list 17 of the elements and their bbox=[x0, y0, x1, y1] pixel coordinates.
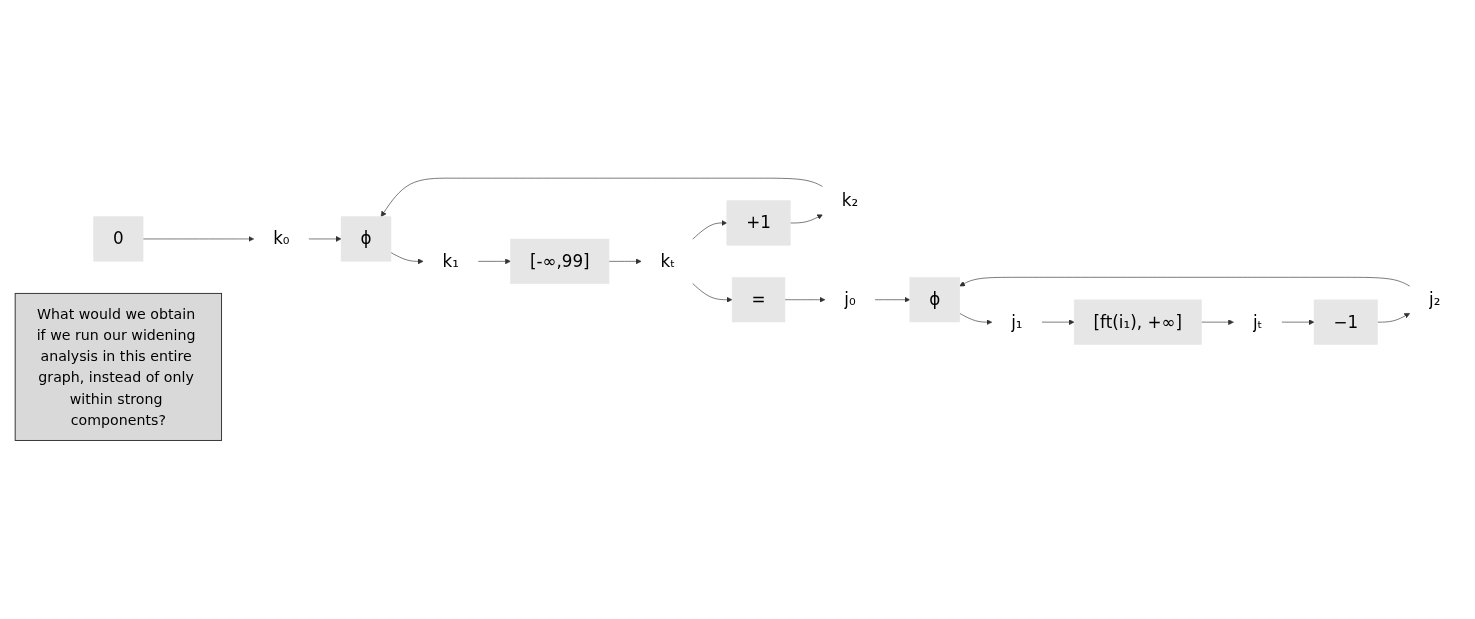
node-text: jₜ bbox=[1252, 312, 1263, 332]
node-text: j₁ bbox=[1011, 312, 1023, 332]
node-box: +1 bbox=[726, 200, 791, 246]
node-box: [-∞,99] bbox=[510, 238, 610, 285]
node-text: k₀ bbox=[273, 229, 290, 249]
node-text: j₀ bbox=[844, 289, 856, 310]
node-text: k₁ bbox=[442, 251, 459, 271]
node-box: [ft(i₁), +∞] bbox=[1073, 299, 1202, 345]
node-text: j₂ bbox=[1429, 289, 1441, 310]
node-text: k₂ bbox=[841, 190, 859, 211]
node-box: ϕ bbox=[340, 216, 392, 262]
node-box: What would we obtain if we run our widening analysis in this entire graph, instead of only within strong components? bbox=[14, 293, 223, 442]
node-box: = bbox=[731, 277, 786, 323]
node-box: ϕ bbox=[909, 277, 960, 323]
node-box: −1 bbox=[1313, 299, 1378, 345]
node-box: 0 bbox=[93, 216, 144, 262]
node-text: kₜ bbox=[660, 251, 676, 271]
